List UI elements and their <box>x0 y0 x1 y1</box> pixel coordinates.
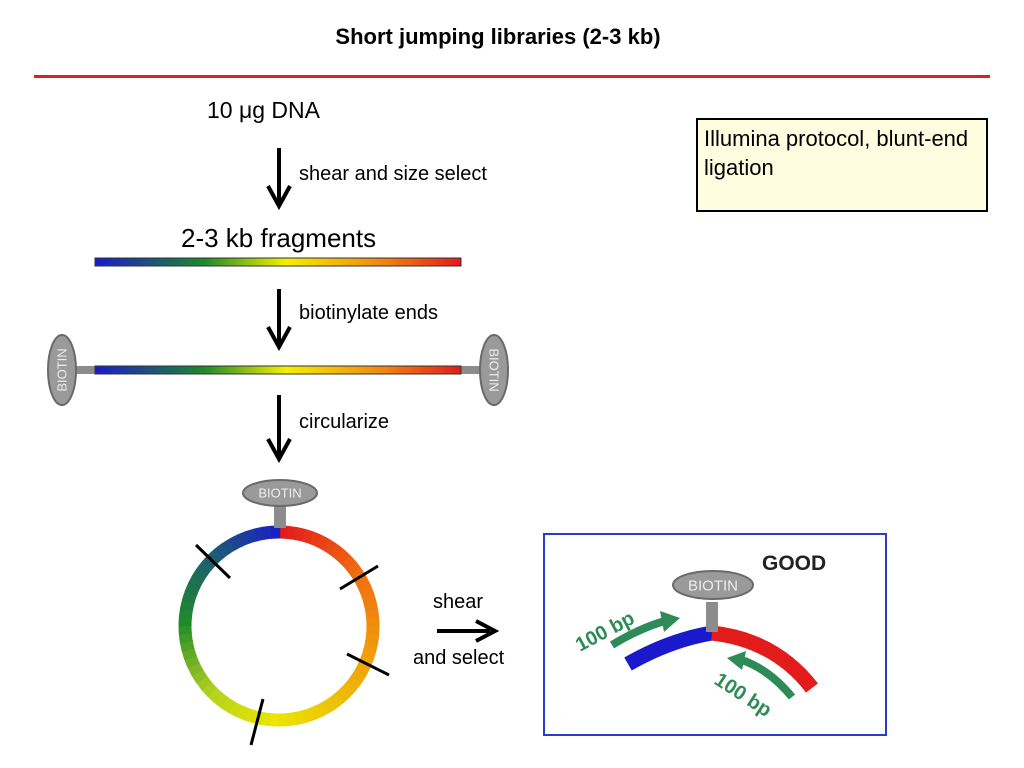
ring-segment <box>364 633 380 645</box>
right-arrow-icon <box>437 619 500 643</box>
ring-segment <box>365 608 380 620</box>
ring-segment <box>345 561 363 577</box>
ring-segment <box>322 538 338 556</box>
ring-segment <box>308 531 323 548</box>
shear-site <box>339 564 379 591</box>
ring-segment <box>220 696 236 714</box>
ring-segment <box>363 641 378 654</box>
ring-segment <box>187 574 204 590</box>
shear-site <box>194 543 232 580</box>
ring-segment <box>236 531 251 547</box>
ring-segment <box>195 675 213 691</box>
ring-segment <box>214 542 230 560</box>
ring-segment <box>315 534 331 551</box>
ring-segment <box>321 697 337 714</box>
ring-segment <box>207 687 223 703</box>
ring-segment <box>363 599 379 613</box>
biotinylated-fragment: BIOTIN BIOTIN <box>47 334 509 406</box>
svg-text:BIOTIN: BIOTIN <box>55 348 70 391</box>
ring-segment <box>181 647 197 661</box>
circular-molecule: BIOTIN <box>178 479 390 746</box>
ring-segment <box>207 548 224 565</box>
step-biotinylate-label: biotinylate ends <box>299 302 438 324</box>
ring-segment <box>184 582 201 597</box>
slide-title: Short jumping libraries (2-3 kb) <box>335 24 661 49</box>
read-arrow-icon <box>609 611 680 649</box>
ring-segment <box>361 591 377 605</box>
down-arrow-icon <box>266 148 292 211</box>
ring-segment <box>196 560 213 576</box>
step-shear-label: shear and size select <box>299 163 487 185</box>
shear-site <box>346 652 390 677</box>
step-circularize-label: circularize <box>299 411 390 433</box>
ring-segment <box>334 687 351 704</box>
ring-segment <box>227 701 243 718</box>
down-arrow-icon <box>266 289 292 352</box>
ring-segment <box>179 639 195 653</box>
ring-segment <box>349 669 367 685</box>
shear-site <box>249 698 265 746</box>
ring-segment <box>260 711 272 727</box>
ring-segment <box>292 710 306 726</box>
ring-segment <box>244 528 258 544</box>
ring-segment <box>178 607 194 619</box>
ring-segment <box>184 654 200 669</box>
ring-segment <box>191 567 209 583</box>
ring-segment <box>354 575 371 591</box>
protocol-note: Illumina protocol, blunt-end ligation <box>696 118 988 212</box>
ring-segment <box>187 661 204 677</box>
ring-segment <box>286 525 298 541</box>
ring-segment <box>314 701 330 718</box>
start-dna-label: 10 μg DNA <box>207 97 320 123</box>
ring-segment <box>301 528 315 545</box>
ring-segment <box>294 527 307 542</box>
svg-text:BIOTIN: BIOTIN <box>688 578 738 595</box>
ring-segment <box>243 707 257 724</box>
ring-segment <box>191 668 208 684</box>
biotin-tag-left: BIOTIN <box>47 334 77 406</box>
biotin-tag-right: BIOTIN <box>479 334 509 406</box>
ring-segment <box>201 681 218 698</box>
select-label: and select <box>413 647 505 669</box>
ring-segment <box>328 692 344 710</box>
ring-segment <box>285 712 297 727</box>
ring-segment <box>180 598 195 611</box>
ring-segment <box>354 662 371 678</box>
svg-text:BIOTIN: BIOTIN <box>487 348 502 391</box>
ring-segment <box>221 538 237 555</box>
ring-segment <box>307 705 322 721</box>
ring-segment <box>360 648 377 662</box>
ring-segment <box>300 708 314 724</box>
biotin-tag-inset <box>672 570 754 600</box>
ring-segment <box>235 704 250 721</box>
ring-segment <box>228 534 244 551</box>
ring-segment <box>329 543 345 560</box>
ring-segment <box>261 525 273 540</box>
ring-segment <box>335 549 351 565</box>
ring-segment <box>340 554 357 571</box>
fragment-bar <box>94 257 462 267</box>
ring-segment <box>181 590 198 604</box>
inset-status: GOOD <box>762 552 826 575</box>
ring-segment <box>358 583 374 598</box>
ring-segment <box>213 692 229 709</box>
read-arrow-icon <box>727 651 796 700</box>
biotin-tag-label: BIOTIN <box>258 486 301 501</box>
biotin-tag-top <box>242 479 318 507</box>
ring-segment <box>345 676 362 692</box>
good-fragment-inset: BIOTIN GOOD 100 bp 100 bp <box>543 533 887 736</box>
down-arrow-icon <box>266 395 292 464</box>
fragments-label: 2-3 kb fragments <box>181 223 377 253</box>
ring-segment <box>178 632 193 644</box>
title-divider <box>34 75 990 78</box>
color-ring <box>178 525 380 727</box>
ring-segment <box>252 526 266 542</box>
shear-label: shear <box>433 591 484 613</box>
ring-segment <box>340 682 356 698</box>
